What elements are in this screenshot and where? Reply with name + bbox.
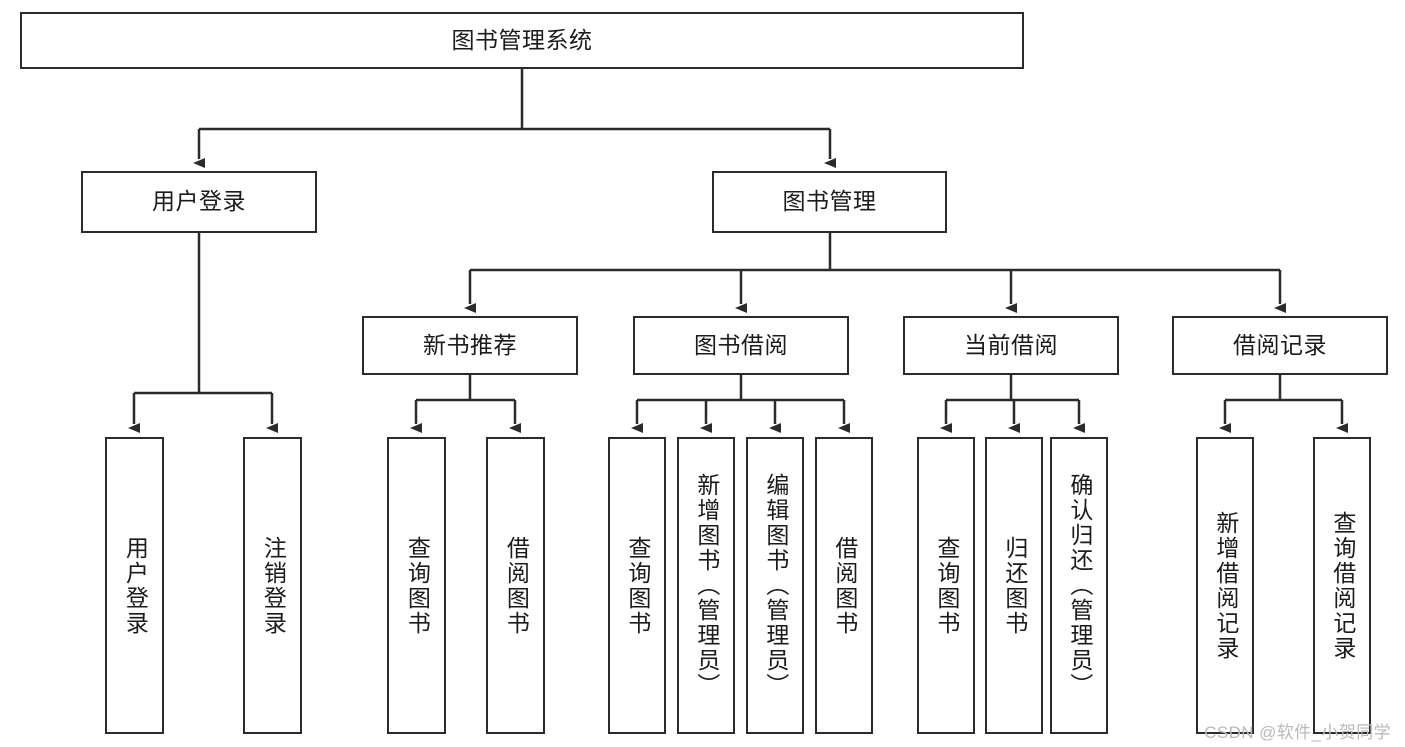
node-leaf-logout-label: 注销登录: [260, 535, 287, 636]
node-current-borrow[interactable]: 当前借阅: [903, 316, 1119, 375]
node-leaf-query-borrow-record[interactable]: 查询借阅记录: [1313, 437, 1371, 734]
node-current-borrow-label: 当前借阅: [964, 331, 1058, 358]
node-leaf-add-borrow-record-label: 新增借阅记录: [1212, 510, 1239, 661]
node-book-borrow[interactable]: 图书借阅: [633, 316, 849, 375]
node-leaf-query-book-borrow-label: 查询图书: [624, 535, 651, 636]
node-leaf-edit-book[interactable]: 编辑图书（管理员）: [746, 437, 804, 734]
node-leaf-borrow-book-recommend[interactable]: 借阅图书: [486, 437, 545, 734]
node-leaf-add-borrow-record[interactable]: 新增借阅记录: [1196, 437, 1254, 734]
node-root[interactable]: 图书管理系统: [20, 12, 1024, 69]
node-leaf-query-book-recommend-label: 查询图书: [404, 535, 431, 636]
node-leaf-return-book[interactable]: 归还图书: [985, 437, 1043, 734]
node-leaf-logout[interactable]: 注销登录: [243, 437, 302, 734]
node-leaf-query-book-current-label: 查询图书: [933, 535, 960, 636]
node-leaf-borrow-book-recommend-label: 借阅图书: [503, 535, 530, 636]
node-leaf-confirm-return-label: 确认归还（管理员）: [1066, 473, 1093, 698]
node-leaf-add-book[interactable]: 新增图书（管理员）: [677, 437, 735, 734]
node-leaf-borrow-book-label: 借阅图书: [831, 535, 858, 636]
node-leaf-query-borrow-record-label: 查询借阅记录: [1329, 510, 1356, 661]
node-leaf-query-book-current[interactable]: 查询图书: [917, 437, 975, 734]
node-borrow-records-label: 借阅记录: [1233, 331, 1327, 358]
node-leaf-edit-book-label: 编辑图书（管理员）: [762, 473, 789, 698]
node-leaf-borrow-book[interactable]: 借阅图书: [815, 437, 873, 734]
node-new-book-recommend[interactable]: 新书推荐: [362, 316, 578, 375]
node-leaf-user-login[interactable]: 用户登录: [105, 437, 164, 734]
node-borrow-records[interactable]: 借阅记录: [1172, 316, 1388, 375]
node-book-management-label: 图书管理: [782, 188, 877, 215]
node-leaf-add-book-label: 新增图书（管理员）: [693, 473, 720, 698]
node-new-book-recommend-label: 新书推荐: [423, 331, 517, 358]
node-user-login[interactable]: 用户登录: [81, 171, 317, 233]
node-leaf-query-book-recommend[interactable]: 查询图书: [387, 437, 446, 734]
node-leaf-return-book-label: 归还图书: [1001, 535, 1028, 636]
node-book-management[interactable]: 图书管理: [712, 171, 947, 233]
node-leaf-user-login-label: 用户登录: [122, 535, 149, 636]
node-leaf-query-book-borrow[interactable]: 查询图书: [608, 437, 666, 734]
node-user-login-label: 用户登录: [152, 188, 246, 215]
node-leaf-confirm-return[interactable]: 确认归还（管理员）: [1050, 437, 1108, 734]
node-book-borrow-label: 图书借阅: [694, 331, 788, 358]
node-root-label: 图书管理系统: [451, 26, 593, 53]
